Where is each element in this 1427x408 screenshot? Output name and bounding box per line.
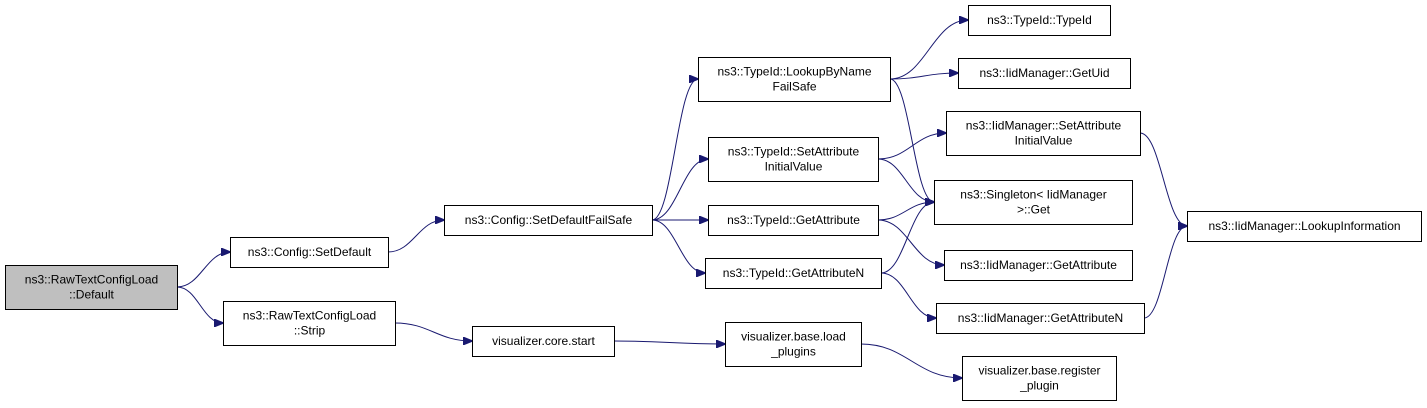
- node-iid-getattribute[interactable]: ns3::IidManager::GetAttribute: [944, 250, 1133, 281]
- node-label: >::Get: [1017, 203, 1051, 217]
- edge-config-setdefaultfailsafe-to-typeid-lookupbyname: [651, 79, 698, 221]
- node-label: _plugin: [1019, 379, 1059, 393]
- edges-layer: [176, 20, 1187, 378]
- node-iid-getuid[interactable]: ns3::IidManager::GetUid: [958, 58, 1131, 89]
- node-box: [705, 258, 882, 289]
- node-box: [444, 205, 653, 236]
- edge-typeid-getattributen-to-iid-getattributen: [880, 272, 936, 318]
- node-singleton-get[interactable]: ns3::Singleton< IidManager>::Get: [934, 180, 1133, 225]
- node-label: ns3::IidManager::LookupInformation: [1208, 219, 1400, 233]
- node-label: ::Strip: [294, 324, 326, 338]
- edge-typeid-getattribute-to-iid-getattribute: [877, 219, 944, 265]
- node-label: ns3::IidManager::GetUid: [979, 66, 1109, 80]
- node-typeid-getattributen[interactable]: ns3::TypeId::GetAttributeN: [705, 258, 882, 289]
- node-label: ns3::IidManager::GetAttribute: [960, 258, 1117, 272]
- edge-config-setdefaultfailsafe-to-typeid-setattr-init: [651, 159, 708, 221]
- node-viz-base-register[interactable]: visualizer.base.register_plugin: [962, 356, 1117, 401]
- node-label: ns3::RawTextConfigLoad: [25, 273, 158, 287]
- node-label: ns3::TypeId::TypeId: [987, 13, 1092, 27]
- node-box: [934, 180, 1133, 225]
- node-iid-lookupinfo[interactable]: ns3::IidManager::LookupInformation: [1187, 211, 1422, 242]
- edge-config-setdefaultfailsafe-to-typeid-getattributen: [651, 219, 705, 273]
- node-label: ns3::IidManager::GetAttributeN: [958, 311, 1123, 325]
- node-typeid-getattribute[interactable]: ns3::TypeId::GetAttribute: [708, 205, 879, 236]
- nodes-layer: ns3::RawTextConfigLoad::Default ns3::Conf…: [5, 5, 1422, 401]
- node-box: [725, 322, 862, 367]
- edge-typeid-lookupbyname-to-singleton-get: [889, 78, 934, 202]
- edge-raw-default-to-raw-strip: [176, 286, 223, 323]
- node-box: [5, 265, 178, 310]
- node-box: [698, 57, 891, 102]
- node-label: visualizer.base.load: [741, 330, 846, 344]
- node-box: [958, 58, 1131, 89]
- edge-typeid-lookupbyname-to-typeid-typeid: [889, 20, 968, 80]
- edge-raw-default-to-config-setdefault: [176, 252, 230, 288]
- node-viz-core-start[interactable]: visualizer.core.start: [472, 326, 615, 357]
- node-label: ns3::RawTextConfigLoad: [243, 309, 376, 323]
- node-iid-setattr-init[interactable]: ns3::IidManager::SetAttributeInitialValu…: [946, 111, 1141, 156]
- edge-typeid-getattributen-to-singleton-get: [880, 202, 934, 274]
- node-raw-strip[interactable]: ns3::RawTextConfigLoad::Strip: [223, 301, 396, 346]
- edge-viz-core-start-to-viz-base-load: [613, 341, 725, 344]
- node-box: [708, 205, 879, 236]
- node-box: [968, 5, 1111, 36]
- node-box: [936, 303, 1145, 334]
- node-label: InitialValue: [1015, 134, 1073, 148]
- node-config-setdefaultfailsafe[interactable]: ns3::Config::SetDefaultFailSafe: [444, 205, 653, 236]
- node-iid-getattributen[interactable]: ns3::IidManager::GetAttributeN: [936, 303, 1145, 334]
- node-label: ns3::TypeId::LookupByName: [717, 65, 871, 79]
- node-box: [1187, 211, 1422, 242]
- node-label: visualizer.base.register: [978, 364, 1100, 378]
- node-label: ns3::TypeId::GetAttributeN: [723, 266, 864, 280]
- node-box: [944, 250, 1133, 281]
- node-box: [230, 237, 389, 268]
- node-box: [962, 356, 1117, 401]
- node-raw-default[interactable]: ns3::RawTextConfigLoad::Default: [5, 265, 178, 310]
- node-label: ns3::IidManager::SetAttribute: [966, 119, 1122, 133]
- node-label: InitialValue: [765, 160, 823, 174]
- node-box: [223, 301, 396, 346]
- edge-viz-base-load-to-viz-base-register: [860, 343, 962, 378]
- edge-typeid-setattr-init-to-iid-setattr-init: [877, 133, 946, 160]
- edge-iid-setattr-init-to-iid-lookupinfo: [1139, 132, 1187, 226]
- node-label: ns3::TypeId::SetAttribute: [728, 145, 860, 159]
- node-label: ns3::Singleton< IidManager: [960, 188, 1106, 202]
- edge-raw-strip-to-viz-core-start: [394, 322, 472, 341]
- edge-typeid-setattr-init-to-singleton-get: [877, 158, 934, 202]
- edge-config-setdefault-to-config-setdefaultfailsafe: [387, 220, 444, 253]
- node-label: ns3::Config::SetDefault: [248, 245, 372, 259]
- node-label: ns3::Config::SetDefaultFailSafe: [465, 213, 633, 227]
- node-config-setdefault[interactable]: ns3::Config::SetDefault: [230, 237, 389, 268]
- node-box: [472, 326, 615, 357]
- edge-iid-getattributen-to-iid-lookupinfo: [1143, 226, 1187, 319]
- node-label: _plugins: [770, 345, 816, 359]
- node-box: [708, 137, 879, 182]
- node-viz-base-load[interactable]: visualizer.base.load_plugins: [725, 322, 862, 367]
- node-label: ::Default: [69, 288, 114, 302]
- node-label: FailSafe: [772, 80, 816, 94]
- node-typeid-typeid[interactable]: ns3::TypeId::TypeId: [968, 5, 1111, 36]
- node-label: visualizer.core.start: [492, 334, 595, 348]
- node-box: [946, 111, 1141, 156]
- edge-typeid-lookupbyname-to-iid-getuid: [889, 73, 958, 80]
- node-label: ns3::TypeId::GetAttribute: [727, 213, 860, 227]
